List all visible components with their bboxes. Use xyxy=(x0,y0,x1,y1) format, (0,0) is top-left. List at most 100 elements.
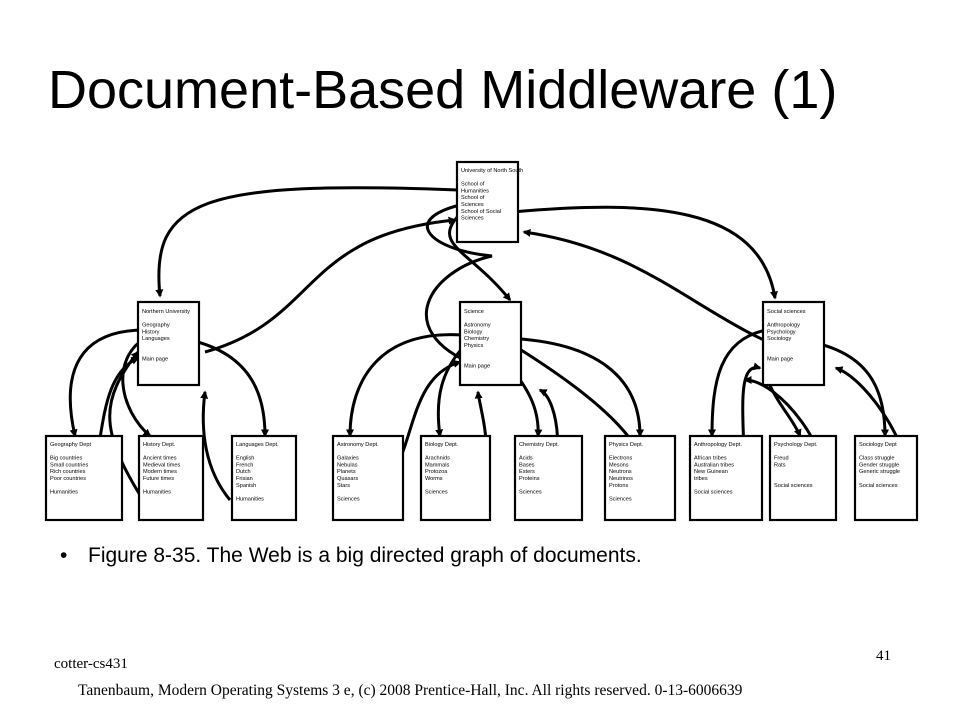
department-doc-box xyxy=(688,434,764,522)
doc-line: Galaxies xyxy=(337,456,359,462)
department-doc-box xyxy=(419,434,492,522)
figure-caption: •Figure 8-35. The Web is a big directed … xyxy=(60,543,642,569)
doc-line: Nebulas xyxy=(337,462,358,468)
department-doc-box xyxy=(853,434,919,522)
doc-line: Proteins xyxy=(519,476,540,482)
doc-line: Sciences xyxy=(425,490,448,496)
doc-line: Arachnids xyxy=(425,456,450,462)
doc-line: School of Social xyxy=(461,209,501,215)
doc-line: Geography xyxy=(142,323,170,329)
page-number: 41 xyxy=(876,648,891,664)
footer-course-code: cotter-cs431 xyxy=(54,656,128,672)
doc-line: Rats xyxy=(774,462,786,468)
doc-line: Big countries xyxy=(50,456,83,462)
doc-line: Planets xyxy=(337,469,356,475)
doc-line: Geography Dept xyxy=(50,442,91,448)
edge xyxy=(511,205,778,300)
doc-line: Main page xyxy=(767,357,793,363)
doc-line: Chemistry Dept. xyxy=(519,442,560,448)
doc-line: Neutrinos xyxy=(609,476,633,482)
doc-line: Social sciences xyxy=(859,483,898,489)
doc-line: History Dept. xyxy=(143,442,176,448)
doc-line: Spanish xyxy=(236,483,256,489)
doc-line: Quasars xyxy=(337,476,358,482)
doc-line: New Guinean xyxy=(694,469,728,475)
doc-line: Humanities xyxy=(236,496,264,502)
doc-line: Frisian xyxy=(236,476,253,482)
doc-line: Main page xyxy=(464,363,490,369)
doc-line: Humanities xyxy=(143,490,171,496)
doc-line: Languages xyxy=(142,336,170,342)
doc-line: Social sciences xyxy=(767,309,806,315)
department-doc-box xyxy=(230,434,298,522)
doc-line: University of North South xyxy=(461,168,523,174)
edge xyxy=(425,203,493,367)
doc-line: Psychology xyxy=(767,329,796,335)
doc-line: Biology Dept. xyxy=(425,442,459,448)
edge xyxy=(200,390,232,501)
doc-line: Astronomy xyxy=(464,323,491,329)
doc-line: Acids xyxy=(519,456,533,462)
doc-line: Sciences xyxy=(337,496,360,502)
copyright-notice: Tanenbaum, Modern Operating Systems 3 e,… xyxy=(78,682,743,699)
doc-line: Rich countries xyxy=(50,469,86,475)
doc-line: Sciences xyxy=(519,490,542,496)
doc-line: Anthropology Dept. xyxy=(694,442,742,448)
edge xyxy=(68,328,146,438)
department-doc-box xyxy=(513,434,584,522)
doc-line: Languages Dept. xyxy=(236,442,279,448)
doc-line: Australian tribes xyxy=(694,462,734,468)
edge xyxy=(189,338,269,438)
edge xyxy=(708,328,767,438)
doc-line: Electrons xyxy=(609,456,633,462)
doc-line: History xyxy=(142,329,160,335)
graph-edges xyxy=(68,186,910,502)
doc-line: Ancient times xyxy=(143,456,177,462)
doc-line: Social sciences xyxy=(694,490,733,496)
department-doc-box xyxy=(768,434,838,522)
doc-line: Northern University xyxy=(142,309,190,315)
doc-line: Small countries xyxy=(50,462,88,468)
doc-line: Astronomy Dept. xyxy=(337,442,379,448)
doc-line: Sciences xyxy=(609,496,632,502)
doc-line: Bases xyxy=(519,462,535,468)
doc-line: Medieval times xyxy=(143,462,181,468)
doc-line: Protozoa xyxy=(425,469,448,475)
doc-line: School of xyxy=(461,182,485,188)
doc-line: African tribes xyxy=(694,456,727,462)
doc-line: Anthropology xyxy=(767,323,800,329)
doc-line: Freud xyxy=(774,456,789,462)
department-doc-box xyxy=(44,434,124,522)
doc-line: Neutrons xyxy=(609,469,632,475)
doc-line: Physics Dept. xyxy=(609,442,644,448)
doc-line: Sociology Dept xyxy=(859,442,897,448)
doc-line: Psychology Dept. xyxy=(774,442,818,448)
doc-line: Gender struggle xyxy=(859,462,899,468)
edge xyxy=(522,228,801,357)
edge xyxy=(346,333,463,438)
edge xyxy=(108,350,142,496)
doc-line: English xyxy=(236,456,254,462)
